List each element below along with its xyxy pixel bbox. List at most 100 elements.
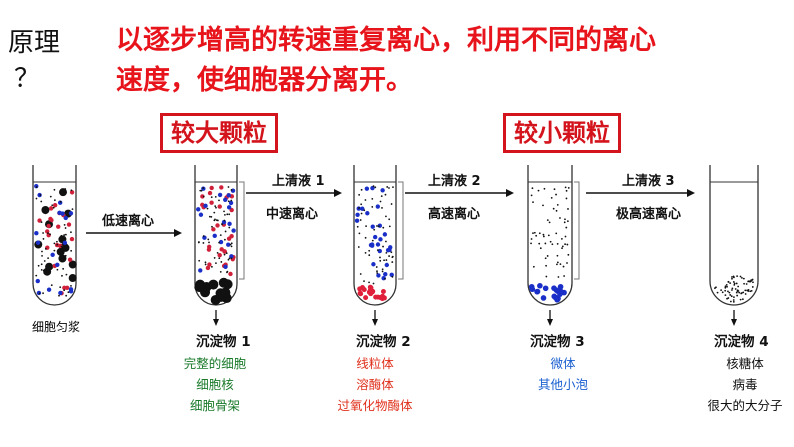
- small-particle: [356, 225, 359, 228]
- small-particle: [368, 254, 371, 257]
- step3-speed: 高速离心: [428, 207, 481, 222]
- blue-particle: [203, 203, 208, 209]
- blue-particle: [46, 287, 52, 292]
- small-particle: [382, 245, 384, 248]
- small-particle: [223, 253, 226, 256]
- pellet-4-item: 很大的大分子: [707, 398, 783, 413]
- small-particle: [530, 194, 533, 197]
- pellet-particle: [222, 279, 233, 290]
- blue-particle: [223, 197, 228, 202]
- small-particle: [383, 259, 385, 262]
- small-particle: [213, 211, 216, 214]
- small-particle: [204, 261, 207, 264]
- small-particle: [53, 242, 56, 245]
- arrowhead: [506, 189, 514, 197]
- blue-particle: [218, 239, 224, 245]
- small-particle: [379, 256, 381, 259]
- pellet-particle: [370, 288, 376, 294]
- small-particle: [206, 207, 209, 210]
- pellet-particle: [731, 277, 733, 280]
- small-particle: [371, 239, 374, 242]
- pellet-particle: [729, 294, 732, 296]
- small-particle: [556, 261, 559, 264]
- small-particle: [228, 257, 231, 260]
- small-particle: [51, 204, 54, 207]
- pellet-particle: [733, 282, 736, 285]
- pellet-particle: [731, 289, 733, 291]
- blue-particle: [375, 242, 381, 247]
- small-particle: [386, 186, 389, 188]
- small-particle: [390, 251, 393, 254]
- small-particle: [565, 197, 568, 200]
- red-particle: [37, 218, 42, 223]
- blue-particle: [212, 233, 217, 238]
- small-particle: [562, 265, 565, 268]
- pellet-particle: [726, 285, 728, 288]
- small-particle: [207, 238, 210, 241]
- small-particle: [388, 187, 390, 189]
- pellet-particle: [729, 282, 732, 285]
- small-particle: [555, 232, 558, 235]
- small-particle: [533, 231, 536, 234]
- small-particle: [63, 289, 66, 292]
- pellet-particle: [742, 291, 745, 294]
- step4-supernatant: 上清液 3: [622, 174, 675, 189]
- pellet-particle: [720, 289, 723, 292]
- small-particle: [561, 245, 564, 248]
- pellet-2-name: 沉淀物 2: [356, 334, 411, 350]
- small-particle: [228, 213, 231, 216]
- small-particle: [565, 226, 568, 229]
- small-particle: [67, 291, 70, 294]
- small-particle: [210, 265, 213, 268]
- step2-speed: 中速离心: [266, 207, 319, 222]
- small-particle: [226, 213, 229, 216]
- small-particle: [37, 264, 40, 267]
- pellet-particle: [733, 276, 735, 279]
- pellet-particle: [379, 296, 385, 302]
- small-particle: [560, 237, 563, 240]
- test-tube: [353, 165, 397, 306]
- pellet-3-name: 沉淀物 3: [530, 334, 585, 350]
- blue-particle: [217, 192, 223, 198]
- red-particle: [209, 200, 214, 205]
- pellet-particle: [529, 286, 536, 293]
- pellet-2-item: 线粒体: [356, 356, 394, 371]
- arrowhead: [334, 189, 342, 197]
- pellet-4-name: 沉淀物 4: [714, 334, 769, 350]
- small-particle: [385, 240, 387, 243]
- small-particle: [42, 269, 45, 272]
- blue-particle: [364, 186, 370, 191]
- small-particle: [379, 259, 382, 262]
- small-particle: [538, 242, 541, 245]
- arrowhead: [687, 189, 695, 197]
- pellet-2-item: 过氧化物酶体: [337, 398, 413, 413]
- principle-text-line1: 以逐步增高的转速重复离心，利用不同的离心: [116, 25, 656, 56]
- small-particle: [390, 203, 393, 205]
- small-particle: [564, 235, 567, 238]
- small-particle: [537, 189, 540, 192]
- pellet-particle: [357, 290, 363, 296]
- small-particle: [60, 245, 63, 248]
- small-particle: [210, 196, 213, 199]
- small-particle: [44, 247, 47, 250]
- small-particle: [544, 242, 547, 245]
- small-particle: [552, 207, 555, 210]
- small-particle: [35, 274, 38, 277]
- small-particle: [49, 233, 51, 236]
- small-particle: [384, 277, 386, 280]
- heading-principle: 原理: [8, 28, 61, 58]
- small-particle: [381, 207, 383, 209]
- pellet-particle: [737, 285, 740, 288]
- small-particle: [38, 292, 41, 295]
- small-particle: [230, 199, 233, 202]
- small-particle: [230, 257, 233, 260]
- pellet-particle: [724, 286, 727, 289]
- pellet-particle: [726, 297, 728, 300]
- small-particle: [567, 253, 570, 256]
- blue-particle: [198, 268, 203, 273]
- small-particle: [63, 234, 66, 236]
- small-particle: [40, 263, 43, 266]
- red-particle: [52, 203, 58, 208]
- red-particle: [226, 236, 232, 241]
